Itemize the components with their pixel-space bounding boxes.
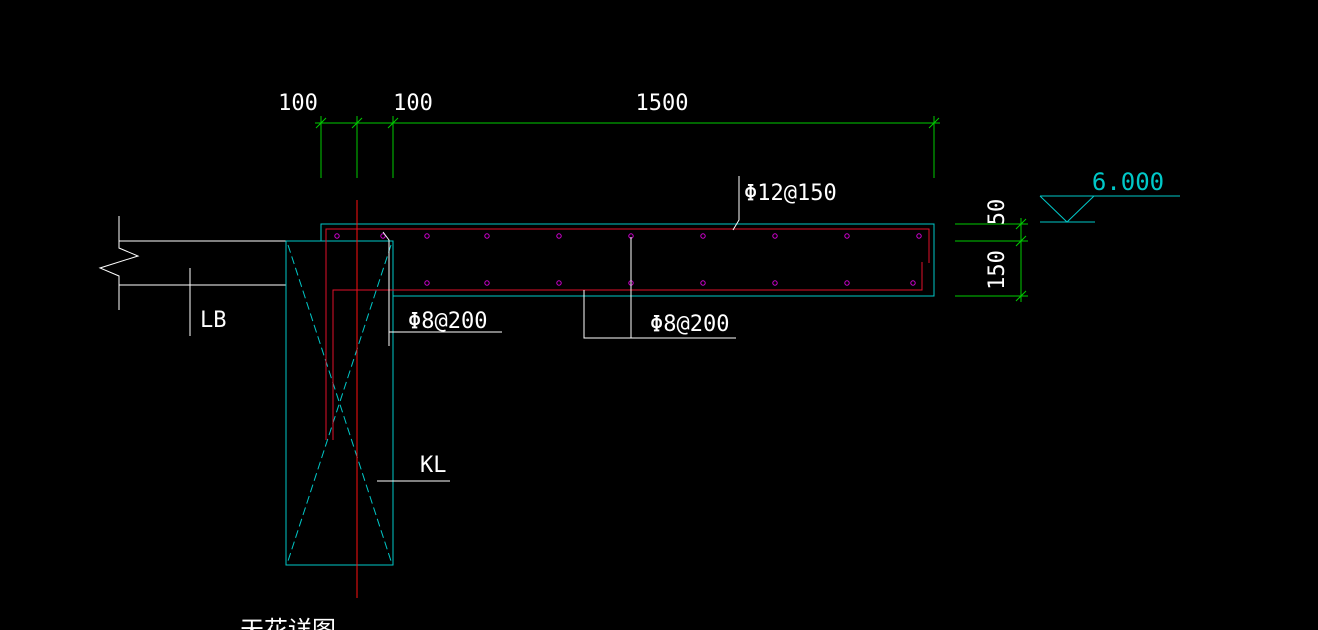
rebar-dot xyxy=(334,233,340,239)
rebar-dot xyxy=(380,233,386,239)
slab-label: LB xyxy=(200,308,227,333)
rebar-dot xyxy=(772,233,778,239)
dim-top-left: 100 xyxy=(278,91,318,116)
top-dimension xyxy=(315,116,940,178)
cantilever-outline xyxy=(320,223,935,297)
rebar-dot xyxy=(556,280,562,286)
elevation-symbol xyxy=(1039,195,1180,223)
rebar-dot xyxy=(844,233,850,239)
beam-kl xyxy=(285,240,394,566)
rebar-dot xyxy=(772,280,778,286)
rebar-dot xyxy=(700,280,706,286)
rebar-dot xyxy=(424,233,430,239)
top-rebar-label: Φ12@150 xyxy=(744,181,837,206)
dim-top-span: 1500 xyxy=(636,91,689,116)
rebar-dot xyxy=(484,233,490,239)
rebar-dot xyxy=(844,280,850,286)
drawing-caption: 天花详图 xyxy=(240,616,336,630)
dim-side-top: 50 xyxy=(985,199,1010,226)
side-dimension xyxy=(955,218,1028,302)
rebar-dot xyxy=(424,280,430,286)
rebars xyxy=(325,228,930,440)
rebar-dot xyxy=(700,233,706,239)
beam-label: KL xyxy=(420,453,447,478)
rebar-dot xyxy=(484,280,490,286)
rebar-dots xyxy=(334,233,922,286)
rebar-dot xyxy=(910,280,916,286)
rebar-dot xyxy=(916,233,922,239)
rebar-dot xyxy=(556,233,562,239)
elevation-value: 6.000 xyxy=(1092,168,1164,196)
dim-top-mid: 100 xyxy=(393,91,433,116)
dim-side-bottom: 150 xyxy=(985,250,1010,290)
bottom-rebar-label-left: Φ8@200 xyxy=(408,309,487,334)
slab-lb xyxy=(98,216,286,310)
bottom-rebar-label-right: Φ8@200 xyxy=(650,312,729,337)
rebar-leaders xyxy=(377,176,740,482)
